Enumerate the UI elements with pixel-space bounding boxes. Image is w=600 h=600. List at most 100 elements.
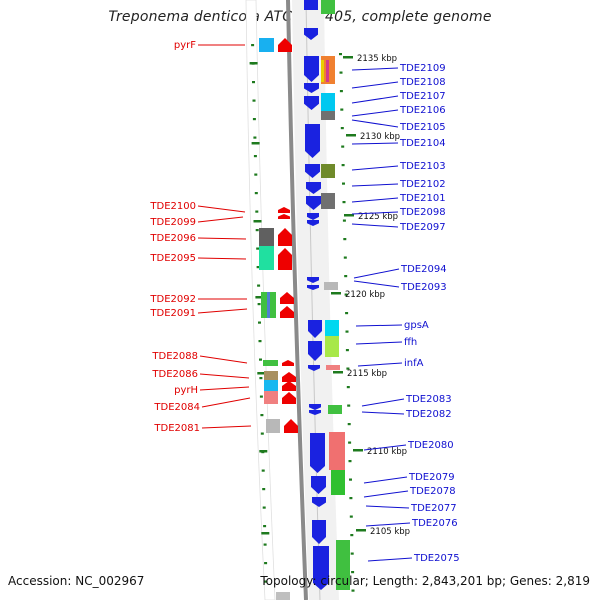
label-leader: [361, 411, 405, 415]
label-leader: [201, 425, 252, 429]
gene-label: TDE2101: [399, 193, 446, 204]
ruler-tick: [351, 589, 355, 592]
kbp-major-tick: [356, 529, 366, 532]
gene-label: TDE2079: [408, 472, 455, 483]
ruler-tick: [252, 118, 256, 121]
feature-band-shade: [292, 0, 339, 600]
ruler-tick: [253, 136, 257, 139]
ruler-tick: [259, 395, 263, 398]
cog-block: [328, 405, 342, 414]
ruler-tick: [347, 404, 351, 407]
ruler-tick: [341, 164, 345, 167]
ruler-tick: [349, 515, 353, 518]
gene-label: TDE2096: [149, 233, 196, 244]
gene-label: TDE2082: [405, 409, 452, 420]
ruler-tick: [254, 173, 258, 176]
ruler-tick: [261, 469, 265, 472]
ruler-tick: [259, 358, 262, 361]
gene-label: TDE2109: [399, 63, 446, 74]
label-leader: [355, 324, 403, 327]
cog-block: [321, 93, 335, 111]
gene-label: infA: [404, 358, 424, 369]
gene-label: TDE2088: [151, 351, 198, 362]
gene-label: TDE2105: [399, 122, 446, 133]
ruler-tick: [345, 349, 349, 352]
ruler-tick: [264, 580, 268, 583]
label-leader: [355, 341, 403, 345]
gene-arrow: [307, 285, 319, 290]
label-leader: [353, 280, 400, 288]
ruler-tick: [342, 201, 346, 204]
gene-arrow: [308, 320, 322, 338]
gene-arrow: [284, 419, 298, 433]
gene-label: TDE2103: [399, 161, 446, 172]
kbp-major-tick: [346, 134, 356, 137]
gene-arrow: [306, 196, 321, 210]
label-leader: [351, 119, 399, 128]
gene-arrow: [305, 124, 320, 158]
gene-arrow: [304, 56, 319, 82]
ruler-tick: [345, 312, 349, 315]
gene-label: TDE2102: [399, 179, 446, 190]
gene-label: TDE2081: [153, 423, 200, 434]
cog-block: [329, 432, 345, 470]
gene-arrow: [309, 410, 321, 415]
gene-arrow: [307, 220, 319, 226]
gene-arrow: [306, 182, 321, 194]
cog-block: [259, 246, 274, 270]
backbone-bands: [245, 0, 339, 600]
gene-label: TDE2108: [399, 77, 446, 88]
ruler-tick: [340, 127, 344, 130]
gene-arrow: [282, 381, 296, 391]
kbp-major-tick: [331, 292, 341, 295]
gene-arrow: [304, 96, 319, 110]
label-leader: [199, 373, 250, 379]
gene-label: TDE2083: [405, 394, 452, 405]
gene-label: TDE2104: [399, 138, 446, 149]
cog-block: [331, 470, 345, 495]
label-leader: [351, 223, 399, 228]
label-leader: [361, 398, 405, 407]
ruler-tick: [344, 275, 348, 278]
ruler-tick: [254, 192, 258, 195]
gene-arrow: [308, 341, 322, 361]
label-leader: [351, 211, 399, 215]
kbp-tick-label: 2125 kbp: [358, 212, 398, 222]
cog-block: [324, 282, 338, 290]
ruler-tick: [346, 386, 350, 389]
label-leader: [351, 67, 399, 71]
ruler-tick: [251, 44, 255, 47]
gene-label: TDE2097: [399, 222, 446, 233]
cog-block: [325, 320, 339, 336]
gene-arrow: [309, 404, 321, 410]
gene-arrow: [304, 83, 319, 93]
ruler-major-tick: [251, 142, 260, 145]
gene-arrow: [307, 213, 319, 220]
inner-band: [245, 0, 276, 600]
gene-label: TDE2107: [399, 91, 446, 102]
gene-label: TDE2086: [151, 369, 198, 380]
kbp-major-tick: [343, 56, 353, 59]
label-leader: [351, 81, 399, 89]
gene-arrow: [310, 433, 325, 473]
label-leader: [363, 444, 407, 451]
label-leader: [197, 205, 246, 213]
gene-arrow: [308, 365, 320, 371]
kbp-tick-label: 2110 kbp: [367, 447, 407, 457]
cog-block: [259, 228, 274, 246]
ruler-tick: [350, 534, 354, 537]
ruler-tick: [258, 321, 261, 324]
label-leader: [201, 397, 251, 408]
cog-block: [336, 540, 350, 590]
kbp-tick-label: 2130 kbp: [360, 132, 400, 142]
gene-features: [259, 0, 350, 600]
gene-arrow: [305, 164, 320, 178]
cog-block: [263, 360, 278, 366]
gene-label: TDE2099: [149, 217, 196, 228]
label-leader: [357, 362, 403, 367]
gene-label: TDE2092: [149, 294, 196, 305]
ruler-tick: [345, 330, 349, 333]
label-leaders: [197, 44, 413, 562]
gene-label: gpsA: [404, 320, 429, 331]
